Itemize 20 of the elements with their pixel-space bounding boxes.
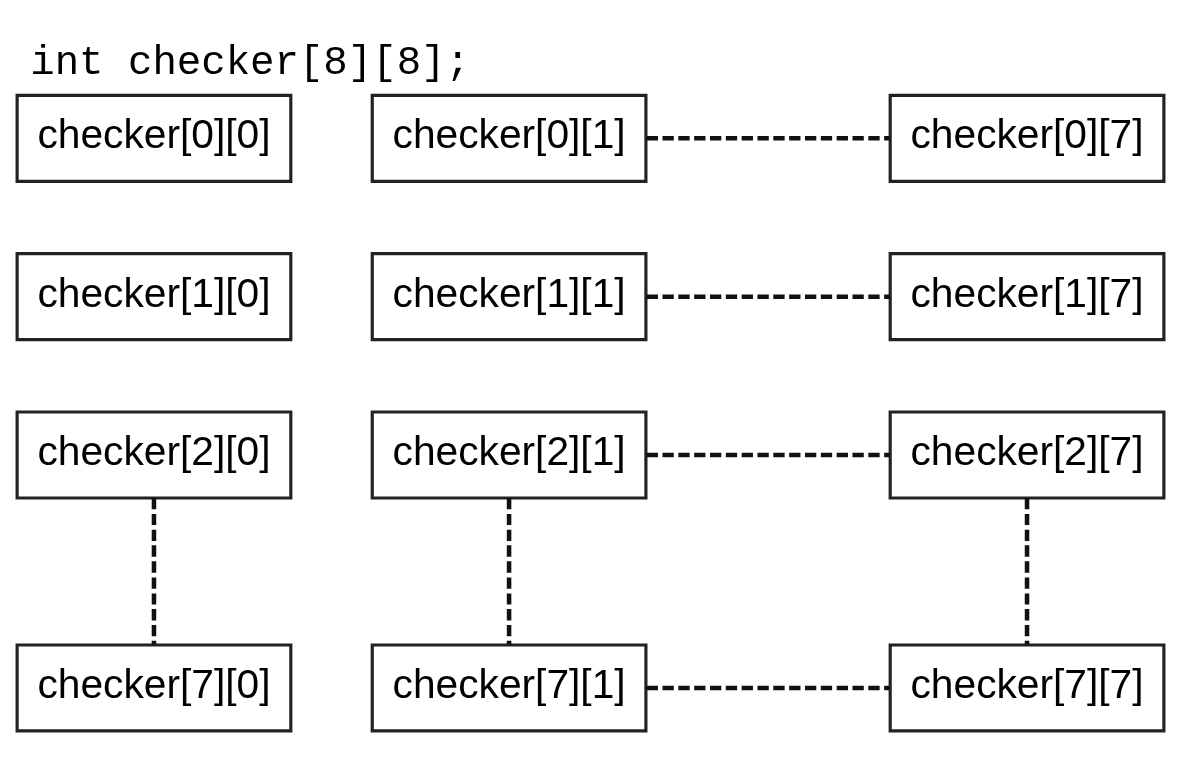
connector [506, 498, 512, 645]
connector [151, 498, 157, 645]
node-box: checker[1][7] [888, 252, 1166, 342]
connector [646, 685, 890, 691]
node-box: checker[1][1] [370, 252, 648, 342]
node-box: checker[0][7] [888, 93, 1166, 183]
connector [646, 452, 890, 458]
node-box: checker[1][0] [15, 252, 293, 342]
node-box: checker[7][7] [888, 643, 1166, 733]
node-box: checker[7][1] [370, 643, 648, 733]
node-box: checker[0][1] [370, 93, 648, 183]
node-box: checker[2][0] [15, 410, 293, 500]
node-box: checker[7][0] [15, 643, 293, 733]
node-box: checker[2][7] [888, 410, 1166, 500]
connector [646, 294, 890, 299]
node-box: checker[0][0] [15, 93, 293, 183]
connector [1024, 498, 1030, 645]
diagram-title: int checker[8][8]; [30, 39, 470, 86]
node-box: checker[2][1] [370, 410, 648, 500]
connector [646, 136, 890, 141]
